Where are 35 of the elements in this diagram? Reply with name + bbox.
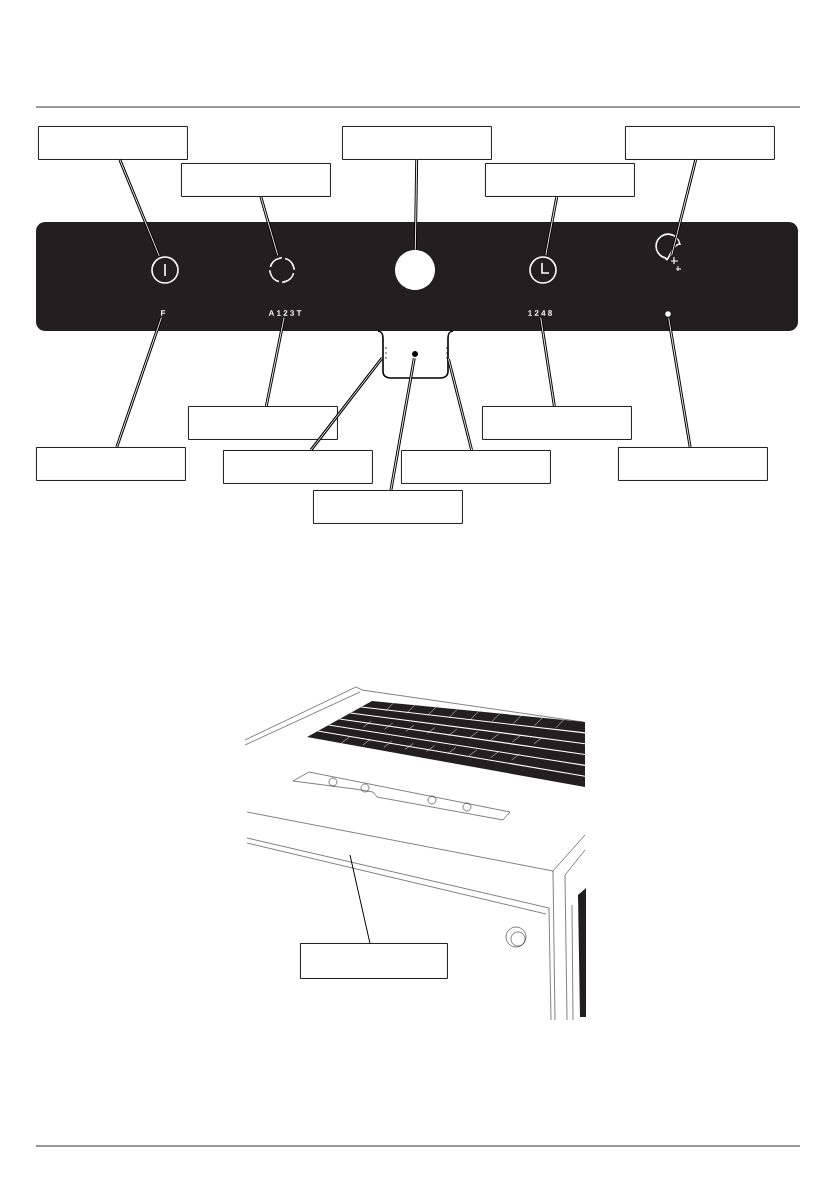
leader-line (447, 358, 474, 451)
callout-box (313, 490, 463, 524)
leader-line (413, 159, 419, 251)
callout-box (300, 943, 448, 979)
night-mode-icon (655, 233, 682, 272)
callout-box (485, 163, 635, 197)
leader-line (389, 357, 416, 491)
leader-line (539, 317, 556, 407)
leader-line (309, 357, 384, 451)
callout-box (188, 406, 338, 440)
indicator-dots (446, 347, 448, 359)
clock-icon (529, 256, 557, 284)
callout-box (482, 406, 632, 440)
callout-box (342, 126, 492, 160)
leader-line (264, 317, 286, 407)
power-icon (151, 256, 179, 284)
indicator-label: A 1 2 3 T (268, 310, 302, 316)
leader-line (544, 196, 559, 256)
leader-line (670, 159, 698, 256)
fan-icon (268, 256, 296, 284)
callout-box (401, 450, 551, 484)
callout-box (625, 126, 775, 160)
leader-line (118, 159, 161, 257)
callout-box (181, 163, 331, 197)
leader-line (349, 854, 371, 944)
callout-box (36, 447, 186, 481)
indicator-label: F (161, 310, 166, 316)
leader-line (667, 317, 692, 448)
leader-line (259, 196, 280, 256)
indicator-label: 1 2 4 8 (528, 310, 552, 316)
callout-box (38, 126, 188, 160)
callout-box (618, 447, 768, 481)
round-button (395, 250, 435, 290)
leader-line (115, 317, 163, 448)
callout-box (223, 450, 373, 484)
